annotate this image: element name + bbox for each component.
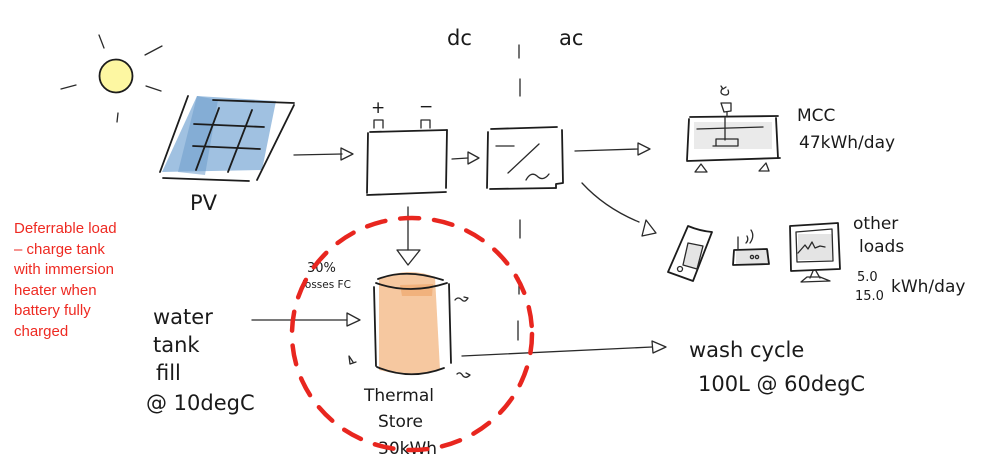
other-loads-name-line1: other [853, 214, 898, 234]
water-inlet-line3: fill [156, 361, 181, 385]
other-loads-name-line2: loads [859, 237, 904, 257]
mcc-consumption: 47kWh/day [799, 133, 895, 153]
flow-arrow-pv-to-battery [293, 147, 354, 161]
battery-positive-terminal: + [371, 98, 385, 118]
flow-arrow-thermal-store-to-wash-cycle [461, 340, 667, 357]
other-loads-value-high: 15.0 [855, 289, 884, 304]
water-inlet-line1: water [153, 305, 213, 329]
battery-negative-terminal: − [419, 97, 433, 117]
deferrable-load-note: Deferrable load – charge tank with immer… [14, 219, 154, 342]
hot-water-tank-icon [348, 271, 471, 378]
phone-icon [667, 225, 713, 282]
wash-cycle-line1: wash cycle [689, 338, 804, 362]
note-line: charged [14, 322, 69, 340]
water-inlet-line4: @ 10degC [146, 391, 255, 415]
other-loads-unit: kWh/day [891, 277, 965, 297]
solar-panel-icon [159, 95, 295, 182]
flow-arrow-battery-to-thermal-store [396, 206, 421, 266]
thermal-store-highlight-circle [289, 215, 535, 453]
mcc-machine-icon [686, 85, 781, 173]
note-line: with immersion [14, 261, 115, 278]
thermal-store-losses-label: losses FC [302, 279, 351, 291]
note-line: Deferrable load [14, 220, 117, 237]
pv-label: PV [190, 191, 218, 215]
monitor-icon [789, 222, 841, 283]
other-loads-value-low: 5.0 [857, 270, 878, 285]
ac-label: ac [559, 26, 583, 50]
battery-icon [366, 119, 448, 196]
thermal-store-name-line1: Thermal [363, 386, 434, 406]
thermal-store-name-line2: Store [378, 412, 423, 432]
dc-ac-inverter-icon [486, 126, 564, 190]
flow-arrow-battery-to-inverter [451, 151, 480, 165]
dc-ac-divider-line [517, 44, 521, 341]
note-line: battery fully [14, 302, 91, 319]
flow-arrow-inverter-to-other-loads [581, 182, 657, 237]
sun-icon [60, 34, 163, 123]
note-line: – charge tank [14, 240, 105, 258]
mcc-name: MCC [797, 106, 835, 126]
dc-label: dc [447, 26, 472, 50]
thermal-store-losses-value: 30% [307, 261, 336, 276]
water-inlet-line2: tank [153, 333, 200, 357]
wash-cycle-line2: 100L @ 60degC [698, 372, 865, 396]
flow-arrow-water-to-thermal-store [251, 312, 361, 327]
router-icon [732, 229, 770, 266]
note-line: heater when [14, 281, 97, 299]
flow-arrow-inverter-to-mcc [574, 142, 651, 156]
